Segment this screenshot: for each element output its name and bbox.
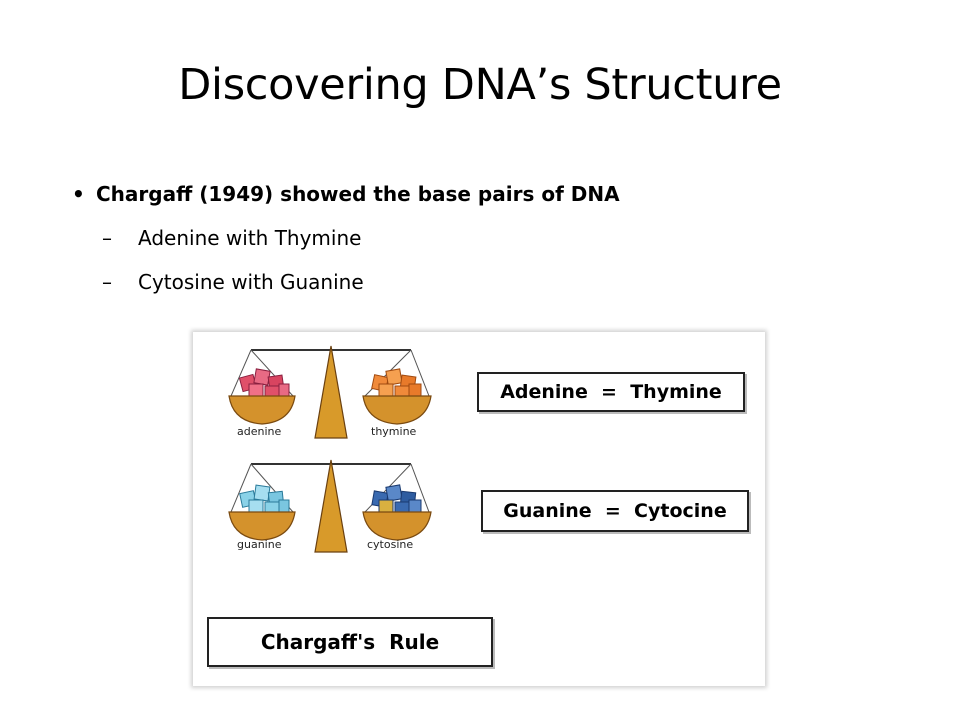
dash-glyph: – [102,226,112,250]
label-guanine: guanine [237,538,282,551]
balance-scales-illustration [228,345,432,553]
scale-adenine-thymine [228,345,432,439]
bullet-dot: • [72,182,85,206]
main-bullet: • Chargaff (1949) showed the base pairs … [72,178,620,210]
guanine-blocks [239,484,290,513]
scale-guanine-cytosine [228,459,432,553]
label-cytosine: cytosine [367,538,414,551]
dash-glyph: – [102,270,112,294]
sub-bullet-1: – Adenine with Thymine [72,216,620,260]
sub-bullet-2: – Cytosine with Guanine [72,260,620,304]
thymine-blocks [371,368,422,397]
equation-guanine-cytocine: Guanine = Cytocine [481,490,749,532]
cytosine-blocks [371,484,422,513]
adenine-blocks [238,368,290,397]
sub-bullet-1-text: Adenine with Thymine [138,226,362,250]
chargaff-figure: adenine thymine guanine cytosine Adenine… [193,332,765,686]
bullet-list: • Chargaff (1949) showed the base pairs … [72,178,620,304]
label-adenine: adenine [237,425,282,438]
sub-bullet-2-text: Cytosine with Guanine [138,270,364,294]
slide-title: Discovering DNA’s Structure [178,60,782,110]
equation-adenine-thymine: Adenine = Thymine [477,372,745,412]
label-thymine: thymine [371,425,417,438]
main-bullet-text: Chargaff (1949) showed the base pairs of… [96,182,620,206]
chargaffs-rule-label: Chargaff's Rule [207,617,493,667]
